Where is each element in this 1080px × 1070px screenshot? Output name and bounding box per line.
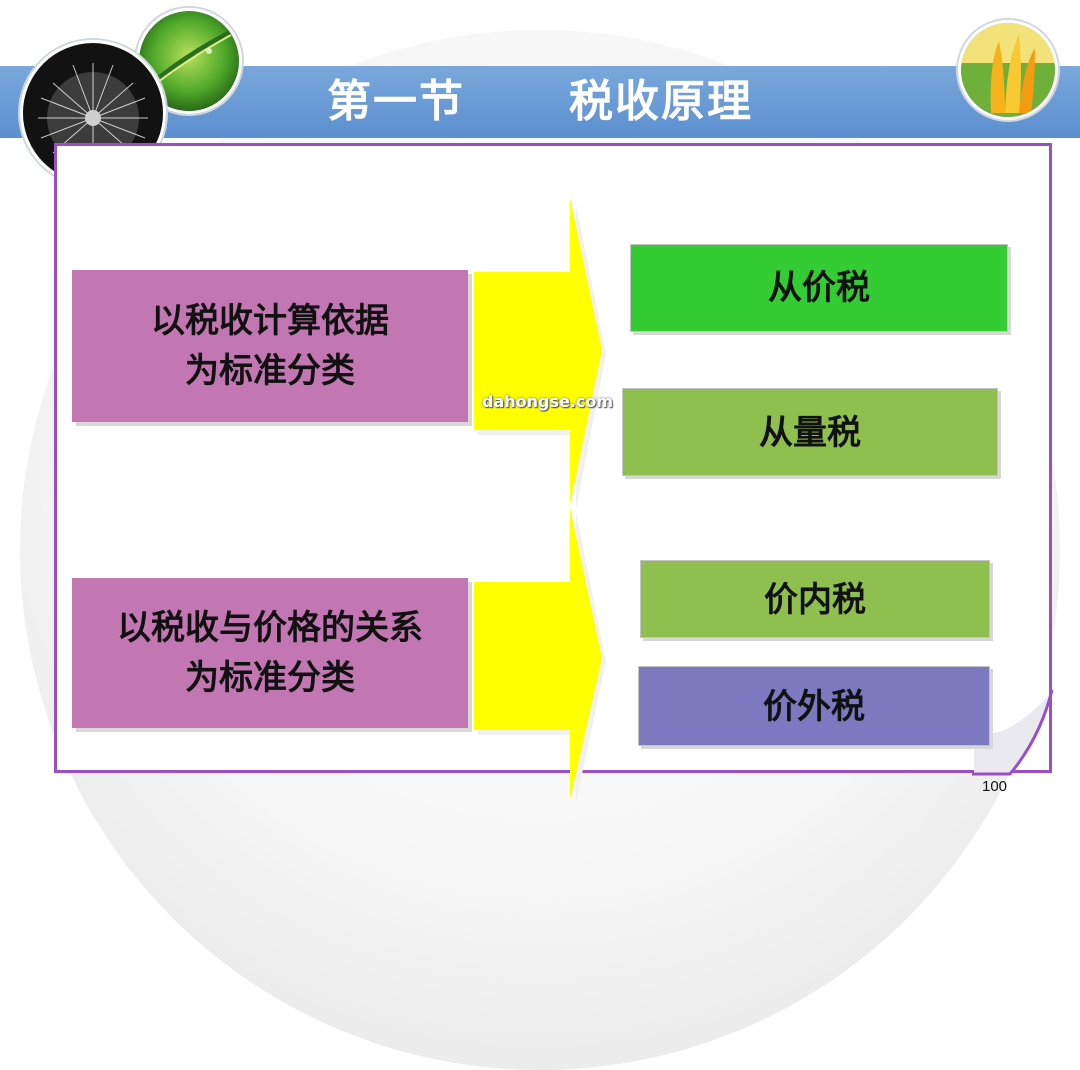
category-box-1: 以税收计算依据 为标准分类 [72, 270, 468, 422]
category-1-line-1: 以税收计算依据 [151, 301, 389, 341]
tax-type-price-inclusive: 价内税 [640, 560, 990, 638]
tax-type-price-exclusive-label: 价外税 [763, 687, 865, 727]
category-2-line-2: 为标准分类 [185, 658, 355, 698]
page-number: 100 [982, 778, 1008, 795]
page-curl [972, 689, 1054, 776]
category-1-line-2: 为标准分类 [185, 351, 355, 391]
category-box-2: 以税收与价格的关系 为标准分类 [72, 578, 468, 728]
tax-type-price-exclusive: 价外税 [638, 666, 990, 746]
slide-title: 第一节 税收原理 [327, 76, 753, 127]
category-2-line-1: 以税收与价格的关系 [117, 608, 423, 648]
tax-type-ad-valorem-label: 从价税 [768, 268, 870, 308]
watermark: dahongse.com [482, 392, 614, 411]
tax-type-price-inclusive-label: 价内税 [764, 580, 866, 620]
tax-type-specific-label: 从量税 [759, 413, 861, 453]
tax-type-ad-valorem: 从价税 [630, 244, 1008, 332]
flower-image [958, 20, 1058, 120]
arrow-connectors [474, 198, 606, 800]
tax-type-specific: 从量税 [622, 388, 998, 476]
